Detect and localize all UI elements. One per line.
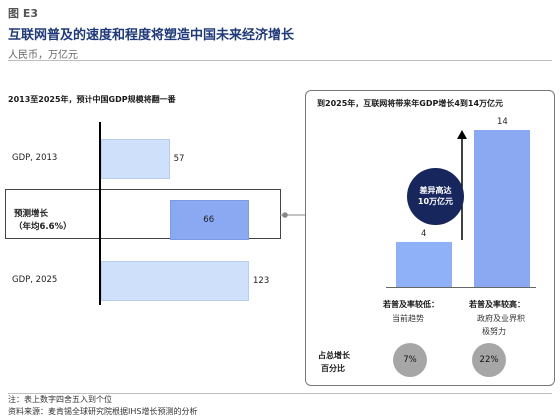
left-panel-title: 2013至2025年，预计中国GDP规模将翻一番 — [8, 95, 176, 104]
share-label-line2: 百分比 — [321, 364, 345, 373]
unit-subtitle: 人民币，万亿元 — [8, 50, 78, 61]
source-note: 资料来源：麦肯锡全球研究院根据IHS增长预测的分析 — [8, 407, 198, 416]
bar-growth — [169, 200, 249, 240]
footnote: 注：表上数字四舍五入到个位 — [8, 395, 112, 404]
row-label-growth: 预测增长 — [14, 209, 49, 219]
note-high-head: 若普及率较高： — [469, 300, 525, 309]
bubble-line2: 10万亿元 — [417, 196, 454, 206]
figure-label: 图 E3 — [8, 7, 38, 20]
note-high-line2: 极努力 — [482, 327, 506, 336]
connector-line — [280, 212, 306, 218]
bar-value-low-adoption: 4 — [421, 229, 427, 240]
bar-value-high-adoption: 14 — [497, 117, 508, 127]
bar-value-gdp-2013: 57 — [173, 154, 185, 164]
growth-highlight-box — [5, 189, 281, 239]
note-high-line1: 政府及业界积 — [477, 314, 525, 323]
bar-value-gdp-2025: 123 — [253, 276, 270, 286]
bar-value-growth: 66 — [203, 215, 215, 225]
right-panel — [305, 90, 555, 386]
share-circle-low: 7% — [393, 343, 427, 377]
bar-low-adoption — [396, 242, 452, 287]
bar-gdp-2025 — [101, 261, 249, 301]
bar-gdp-2013 — [101, 139, 170, 179]
row-label-growth-rate: （年均6.6%） — [14, 222, 72, 232]
share-circle-high: 22% — [472, 343, 506, 377]
note-low-head: 若普及率较低： — [383, 300, 439, 309]
right-panel-title: 到2025年，互联网将带来年GDP增长4到14万亿元 — [317, 99, 504, 108]
share-label-line1: 占总增长 — [318, 351, 350, 360]
row-label-gdp-2013: GDP, 2013 — [12, 153, 58, 163]
page-title: 互联网普及的速度和程度将塑造中国未来经济增长 — [8, 28, 295, 43]
note-low-line1: 当前趋势 — [392, 314, 424, 323]
bottom-divider — [8, 393, 552, 394]
right-baseline — [386, 287, 536, 288]
left-axis-line — [99, 122, 101, 305]
bar-high-adoption — [474, 130, 530, 287]
row-label-gdp-2025: GDP, 2025 — [12, 275, 58, 285]
difference-bubble: 差异高达 10万亿元 — [407, 168, 464, 225]
top-divider — [8, 60, 552, 61]
bubble-line1: 差异高达 — [419, 185, 452, 195]
